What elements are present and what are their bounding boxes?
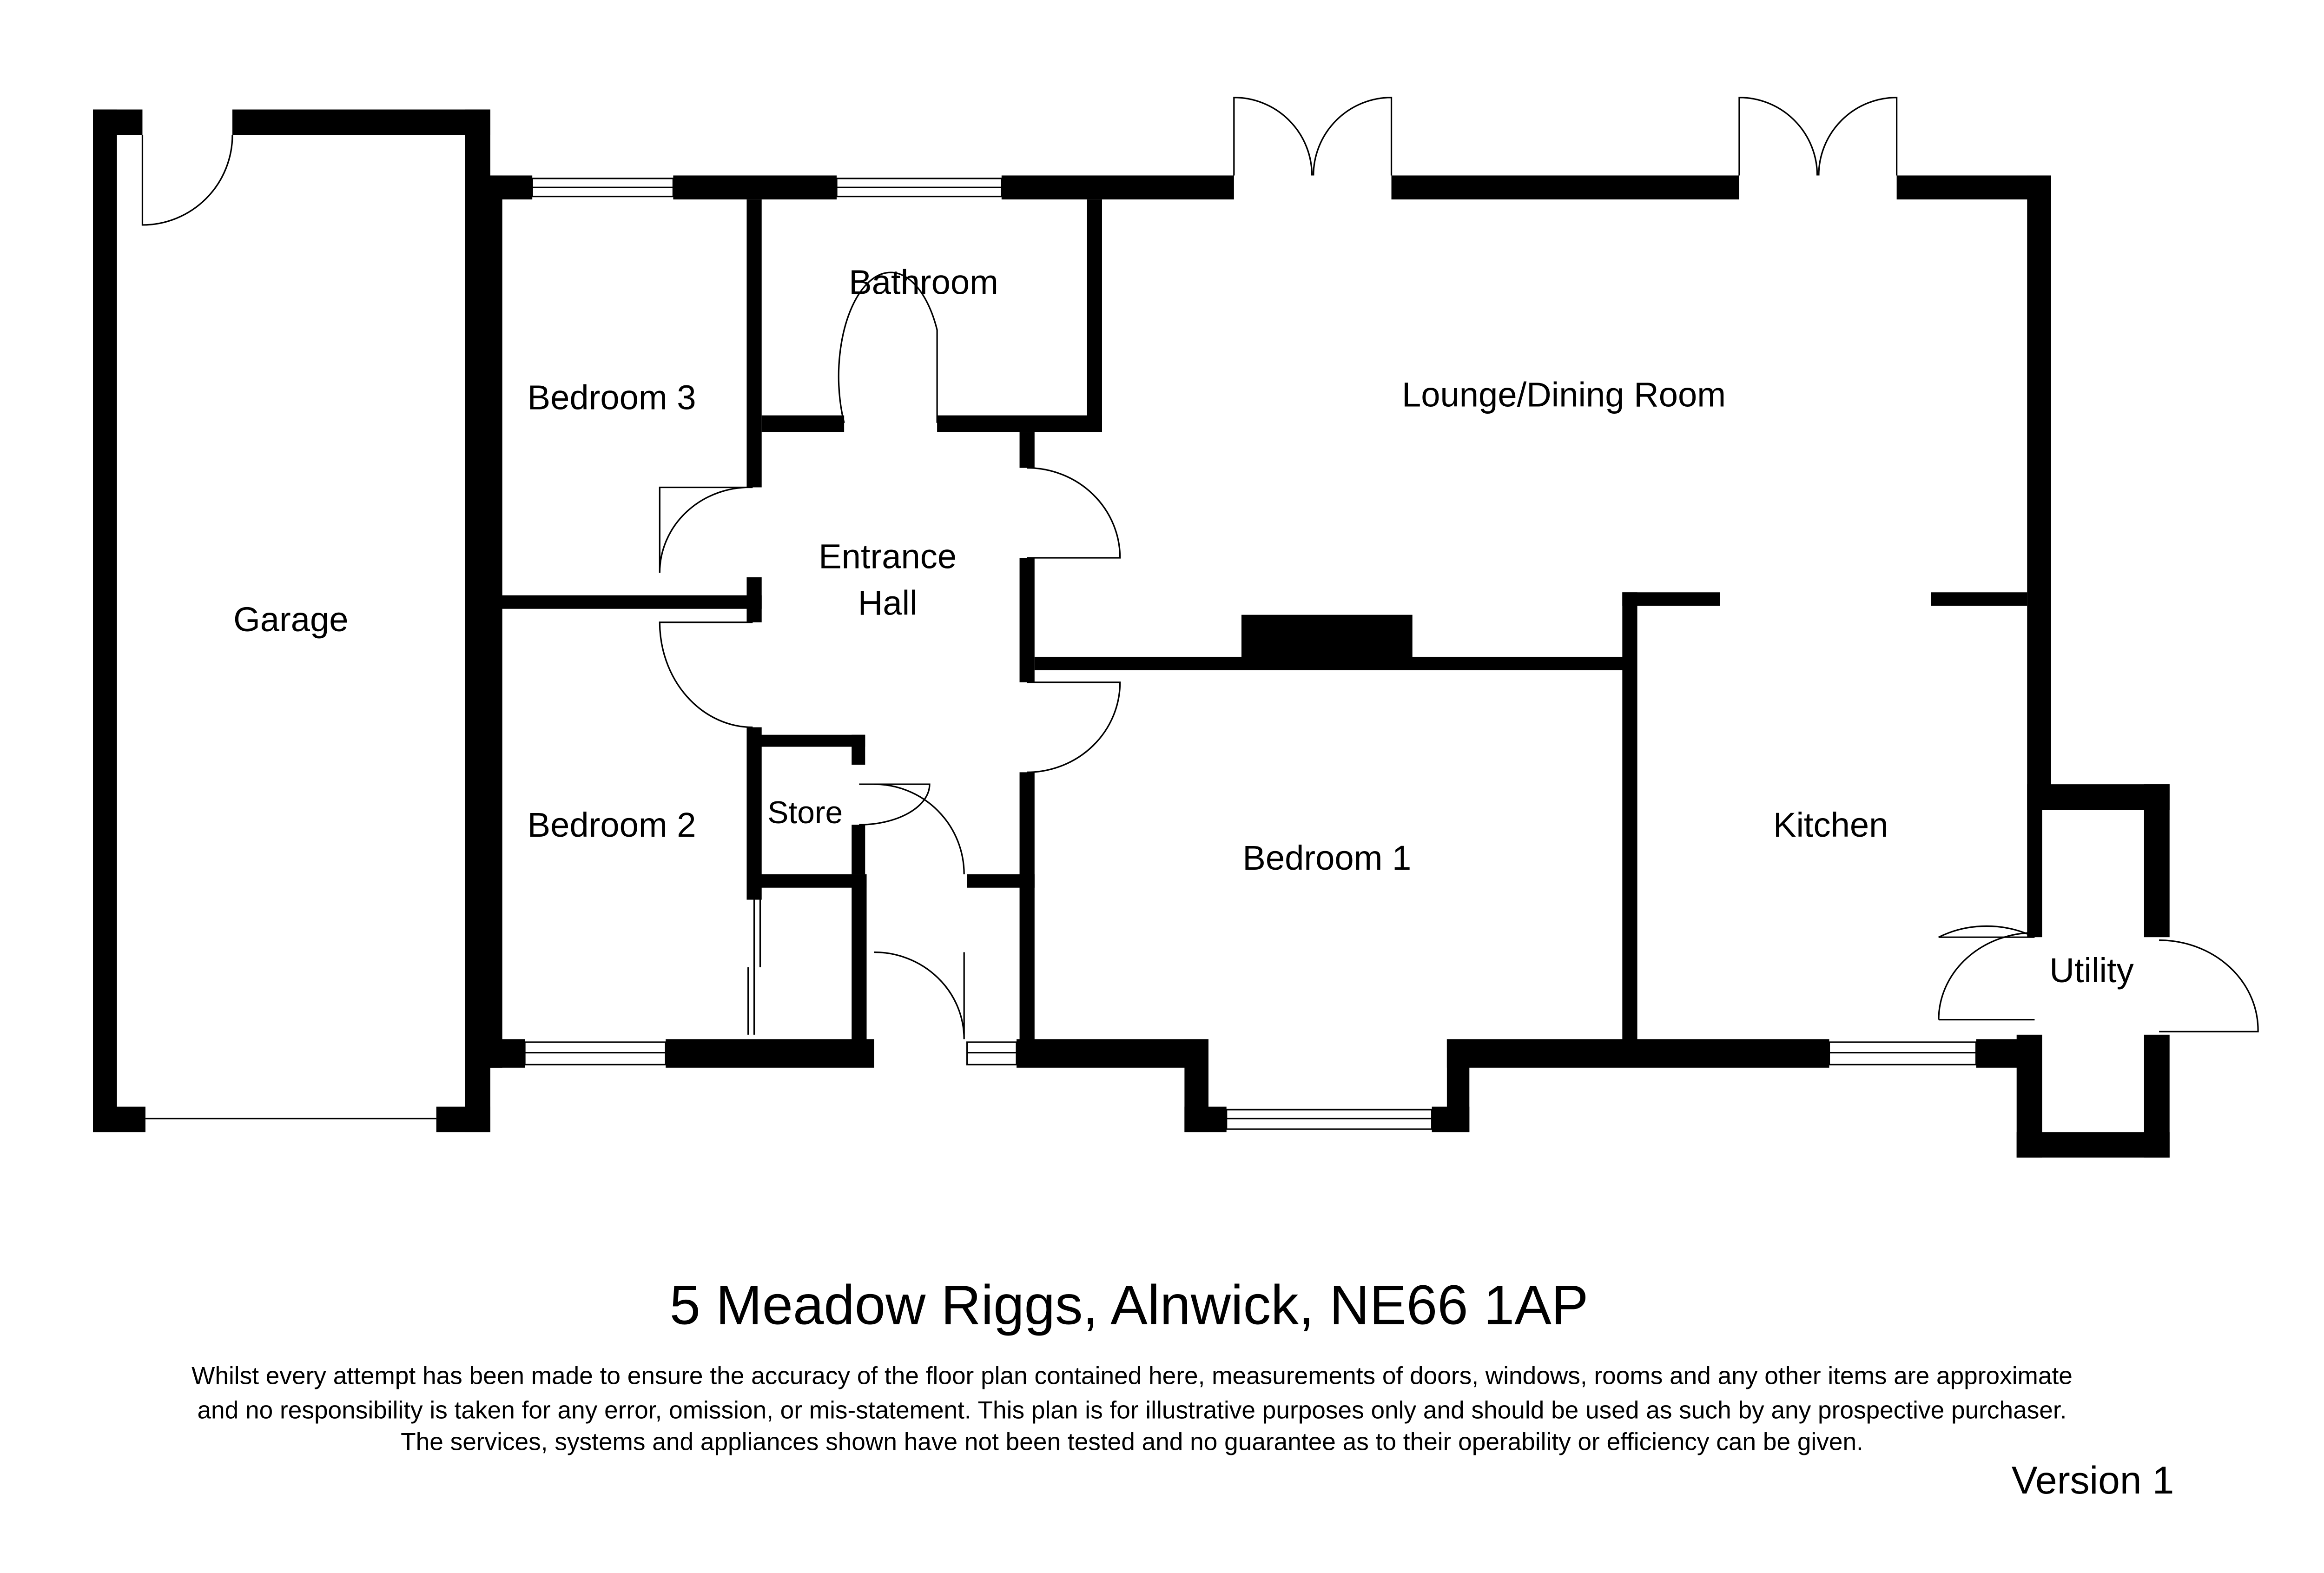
room-label-lounge: Lounge/Dining Room (1402, 375, 1726, 414)
room-label-bedroom-1: Bedroom 1 (1242, 839, 1411, 877)
walls (93, 109, 2170, 1158)
property-address-title: 5 Meadow Riggs, Alnwick, NE66 1AP (670, 1274, 1589, 1336)
room-label-kitchen: Kitchen (1773, 806, 1888, 844)
room-label-garage: Garage (233, 600, 348, 639)
version-label: Version 1 (2012, 1458, 2174, 1502)
room-label-bedroom-3: Bedroom 3 (528, 378, 696, 417)
room-label-entrance-hall-2: Hall (858, 584, 918, 622)
room-label-utility: Utility (2049, 951, 2133, 990)
disclaimer-line-3: The services, systems and appliances sho… (401, 1428, 1863, 1455)
disclaimer-line-1: Whilst every attempt has been made to en… (191, 1362, 2073, 1389)
room-label-entrance-hall: Entrance (819, 537, 957, 576)
door-swings (141, 97, 2259, 1039)
disclaimer-line-2: and no responsibility is taken for any e… (197, 1397, 2067, 1424)
room-label-store: Store (767, 795, 843, 830)
room-label-bedroom-2: Bedroom 2 (528, 806, 696, 844)
room-label-bathroom: Bathroom (849, 263, 998, 301)
